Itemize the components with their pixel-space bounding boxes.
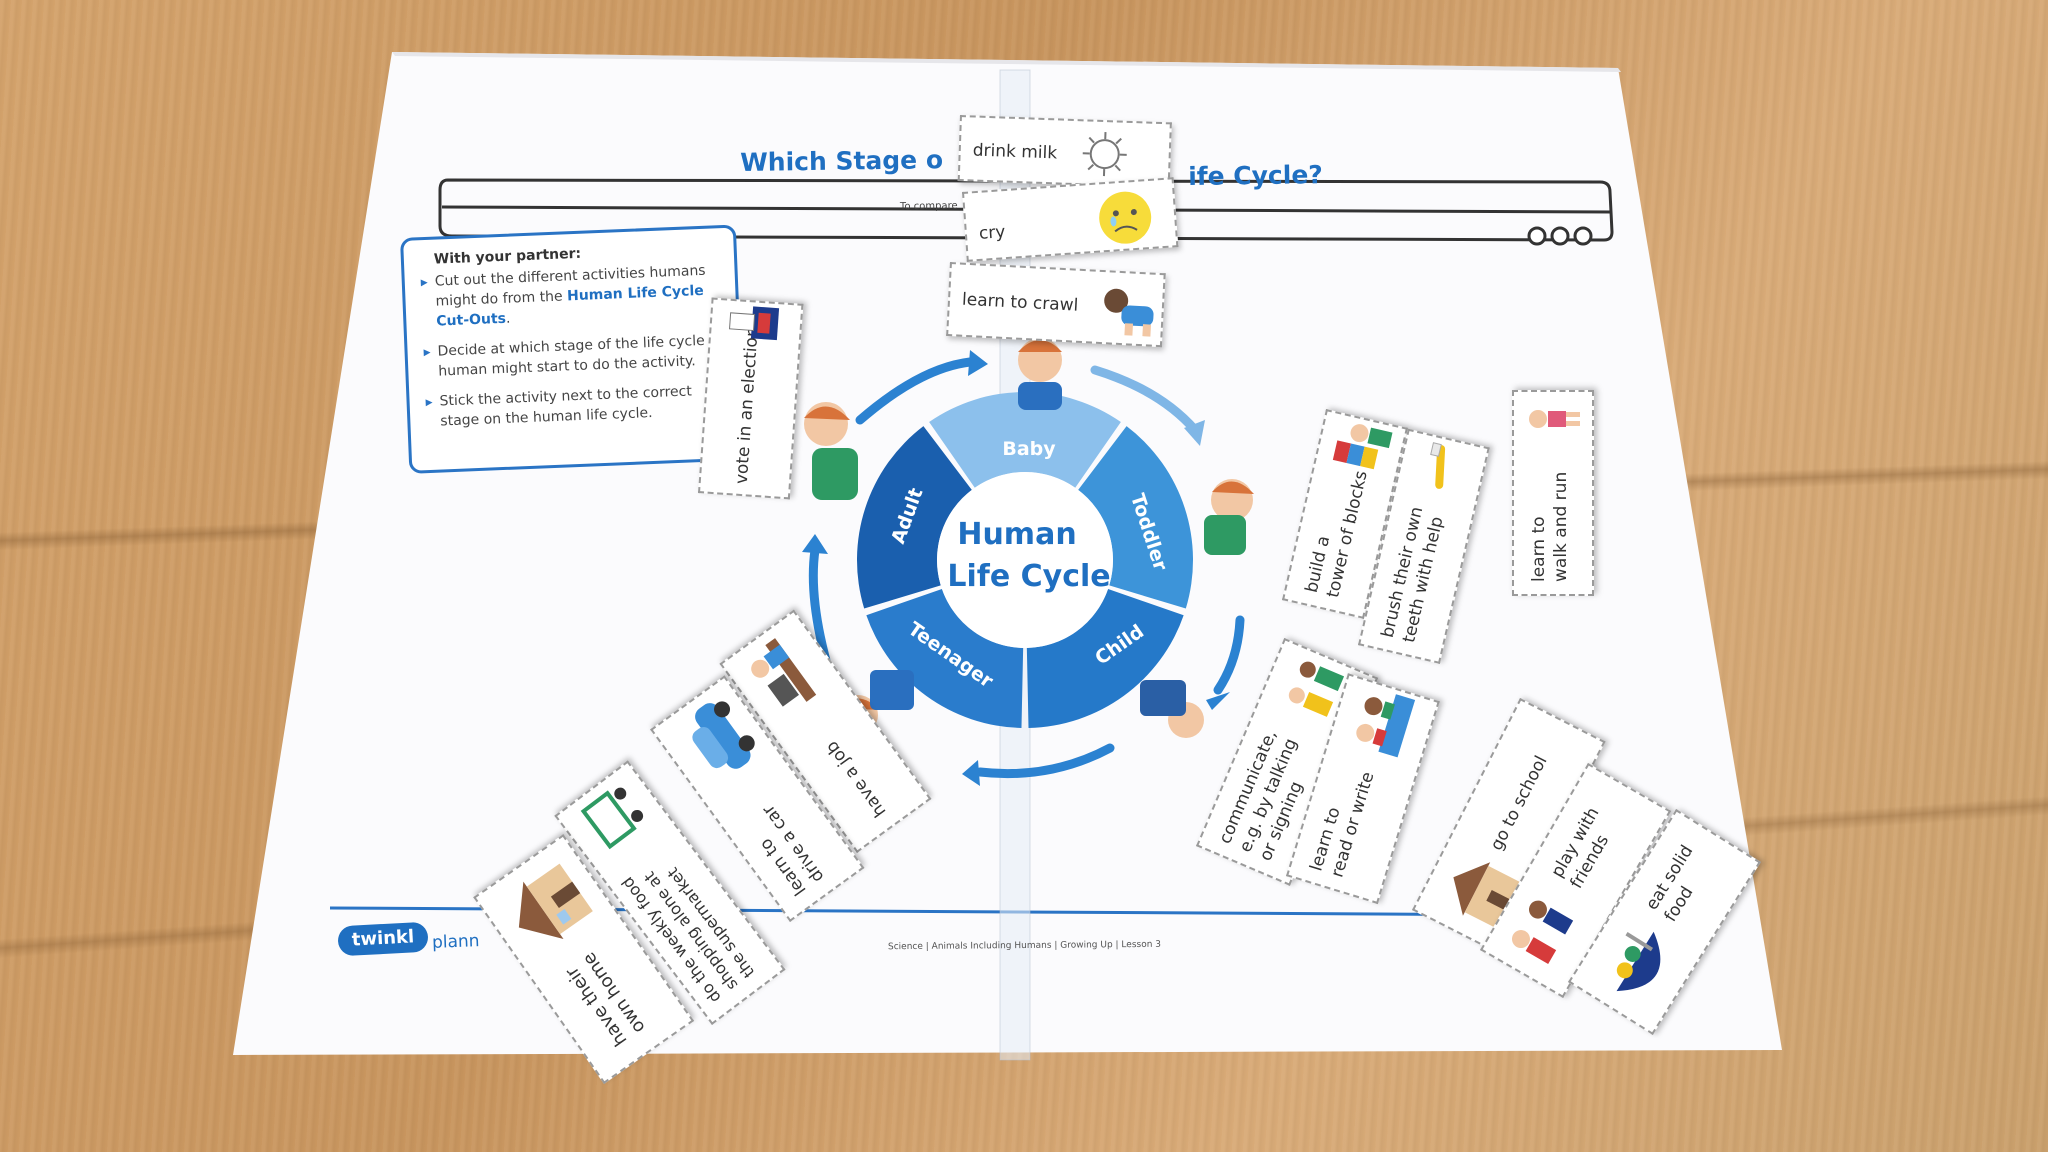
house-icon bbox=[518, 863, 593, 940]
reading-children-icon bbox=[1356, 694, 1416, 758]
card-weekly-shopping[interactable]: do the weekly food shopping alone at the… bbox=[554, 760, 786, 1025]
arrow-toddler-to-child bbox=[1213, 615, 1245, 695]
wheel-segment-baby bbox=[929, 392, 1121, 488]
card-play-with-friends[interactable]: play with friends bbox=[1480, 762, 1672, 998]
office-worker-icon bbox=[751, 638, 817, 707]
toothbrush-icon bbox=[1430, 442, 1446, 489]
card-drive-a-car[interactable]: learn to drive a car bbox=[650, 675, 865, 922]
card-communicate[interactable]: communicate, e.g. by talking or signing bbox=[1196, 637, 1379, 886]
card-learn-to-crawl[interactable]: learn to crawl bbox=[946, 262, 1166, 348]
cycle-arrows bbox=[808, 357, 1245, 779]
worksheet-subtitle: To compare bbox=[899, 200, 958, 213]
children-playing-icon bbox=[1511, 900, 1574, 964]
wheel-segment-toddler bbox=[1078, 426, 1193, 609]
crawling-baby-icon bbox=[1104, 288, 1154, 337]
food-bowl-icon bbox=[1616, 931, 1661, 992]
card-cry[interactable]: cry bbox=[962, 177, 1179, 262]
instruction-step-3: Stick the activity next to the correct s… bbox=[439, 380, 726, 431]
card-drink-milk-text: drink milk bbox=[972, 140, 1058, 164]
title-banner-outline bbox=[438, 178, 1614, 242]
card-go-to-school-text: go to school bbox=[1486, 752, 1552, 854]
card-walk-and-run[interactable]: learn to walk and run bbox=[1512, 390, 1594, 596]
decor-ring-icon bbox=[1527, 226, 1547, 246]
card-eat-solid-food[interactable]: eat solid food bbox=[1568, 808, 1761, 1035]
arrow-child-to-teenager bbox=[975, 743, 1115, 779]
arrow-heads bbox=[802, 350, 1230, 786]
card-build-tower[interactable]: build a tower of blocks bbox=[1282, 409, 1408, 619]
decor-ring-icon bbox=[1573, 226, 1593, 246]
wheel-center-line2: Life Cycle bbox=[947, 559, 1110, 594]
card-read-write-text: learn to read or write bbox=[1306, 769, 1379, 880]
arrow-adult-to-baby bbox=[855, 357, 975, 425]
wheel-center-line1: Human bbox=[957, 517, 1076, 552]
instruction-step-2: Decide at which stage of the life cycle … bbox=[437, 330, 724, 381]
instruction-step-1: Cut out the different activities humans … bbox=[434, 260, 722, 331]
card-build-tower-text: build a tower of blocks bbox=[1301, 468, 1372, 600]
card-play-friends-text: play with friends bbox=[1547, 804, 1614, 893]
wheel-segment-teenager bbox=[866, 588, 1024, 728]
block-tower-icon bbox=[1332, 424, 1393, 470]
wheel-label-baby: Baby bbox=[1002, 438, 1056, 460]
germ-icon bbox=[1082, 132, 1127, 177]
worksheet-title-right: ife Cycle? bbox=[1188, 160, 1324, 191]
wheel-segment-child bbox=[1026, 588, 1184, 728]
twinkl-logo: twinkl bbox=[337, 921, 429, 957]
card-eat-solid-text: eat solid food bbox=[1641, 841, 1698, 926]
arrow-head-icon bbox=[1184, 420, 1205, 446]
card-read-or-write[interactable]: learn to read or write bbox=[1286, 673, 1440, 905]
toddler-figure-icon bbox=[1204, 479, 1254, 555]
ballot-box-icon bbox=[728, 306, 780, 341]
walking-toddler-icon bbox=[1529, 410, 1580, 428]
wheel-segment-adult bbox=[857, 426, 972, 609]
card-cry-text: cry bbox=[978, 222, 1007, 244]
life-cycle-wheel: Human Life Cycle Baby Toddler Child Teen… bbox=[857, 392, 1193, 728]
card-have-a-job[interactable]: have a job bbox=[719, 609, 932, 853]
children-talking-icon bbox=[1288, 661, 1345, 717]
decor-ring-icon bbox=[1550, 226, 1570, 246]
card-learn-to-crawl-text: learn to crawl bbox=[961, 289, 1079, 316]
card-vote-in-election[interactable]: vote in an election bbox=[698, 297, 804, 500]
child-figure-icon bbox=[1140, 680, 1204, 738]
car-icon bbox=[692, 701, 755, 769]
card-drink-milk[interactable]: drink milk bbox=[957, 115, 1172, 189]
card-brush-teeth[interactable]: brush their own teeth with help bbox=[1358, 428, 1490, 664]
arrow-head-icon bbox=[802, 534, 828, 554]
sad-face-icon bbox=[1099, 191, 1152, 244]
arrow-baby-to-toddler bbox=[1090, 365, 1200, 435]
shopping-trolley-icon bbox=[580, 787, 644, 850]
worksheet-title-left: Which Stage o bbox=[740, 145, 944, 177]
adult-figure-icon bbox=[804, 402, 858, 500]
paper-edge bbox=[392, 52, 1621, 72]
brand-suffix: plann bbox=[431, 931, 480, 953]
arrow-head-icon bbox=[1206, 692, 1230, 710]
baby-figure-icon bbox=[1018, 338, 1062, 410]
card-have-job-text: have a job bbox=[822, 737, 891, 821]
card-own-home-text: have their own home bbox=[561, 948, 650, 1050]
arrow-head-icon bbox=[968, 350, 988, 376]
wheel-center-disc bbox=[937, 472, 1113, 648]
card-walk-run-text: learn to walk and run bbox=[1529, 471, 1571, 582]
card-brush-teeth-text: brush their own teeth with help bbox=[1377, 504, 1448, 645]
card-vote-text: vote in an election bbox=[731, 325, 763, 485]
arrow-head-icon bbox=[962, 760, 980, 786]
instruction-step-1-end: . bbox=[505, 310, 511, 327]
instructions-panel: With your partner: Cut out the different… bbox=[400, 224, 746, 474]
card-own-home[interactable]: have their own home bbox=[473, 834, 695, 1084]
